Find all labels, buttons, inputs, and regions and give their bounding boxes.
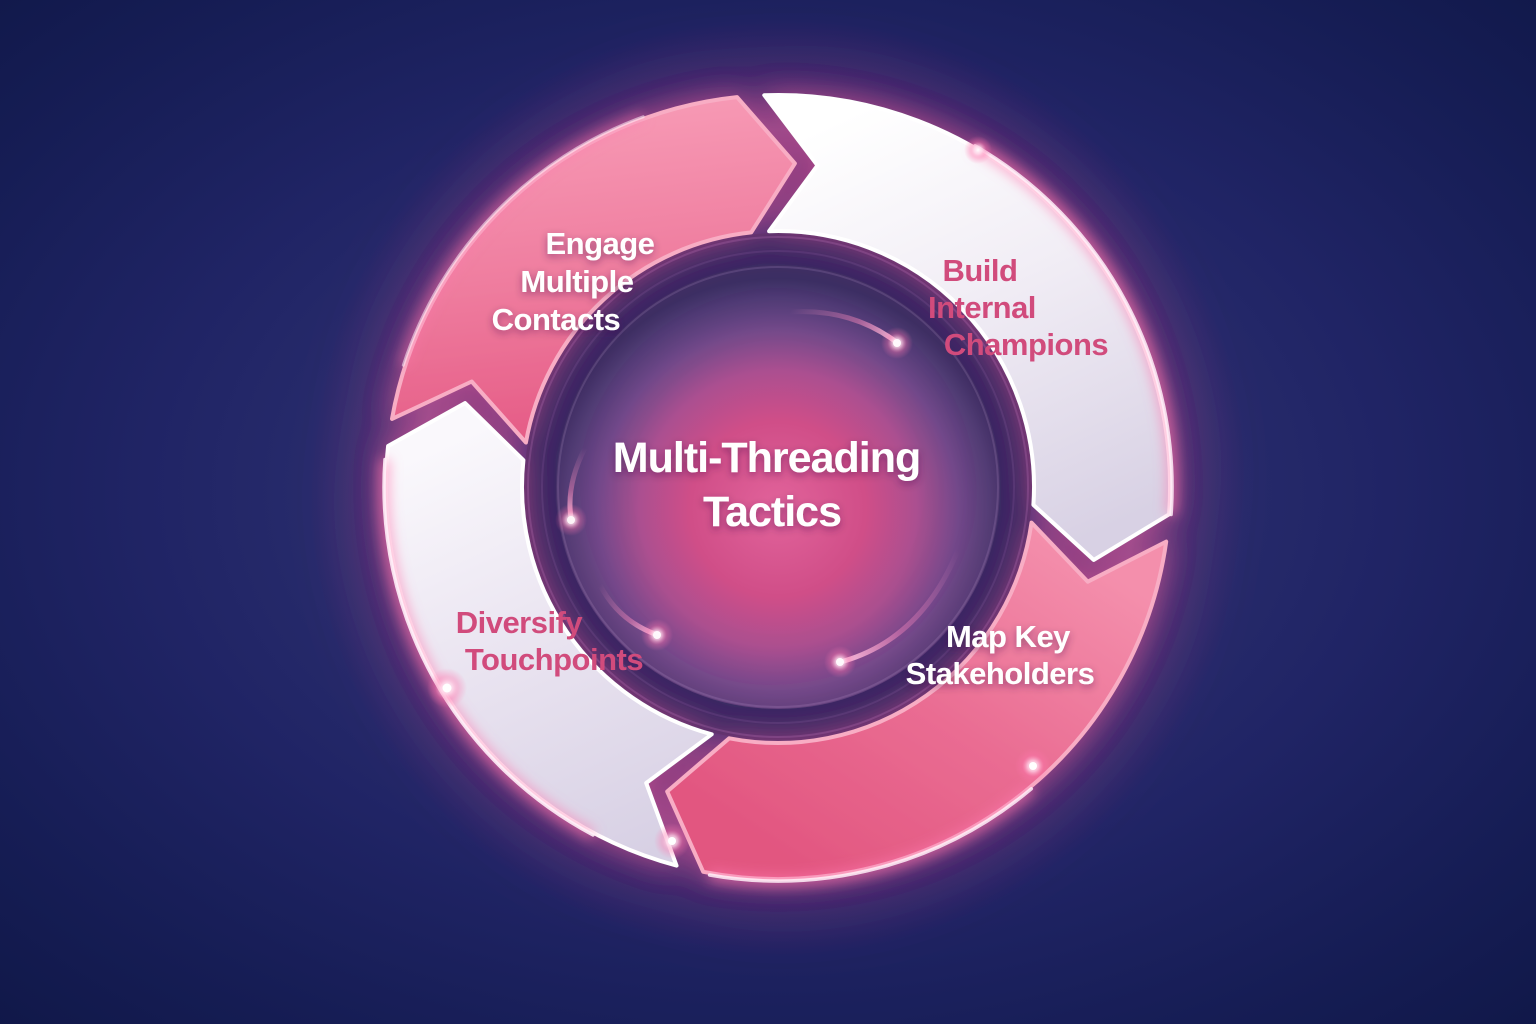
label-line: Stakeholders (906, 656, 1095, 691)
arrow-head-dot (836, 658, 844, 666)
label-line: Engage (545, 226, 654, 261)
label-line: Multiple (520, 264, 633, 299)
inner-ring-outline-2 (541, 250, 1015, 724)
title-line-1: Multi-Threading (613, 434, 920, 482)
arrow-head-dot (893, 339, 901, 347)
label-line: Internal (928, 290, 1036, 325)
label-line: Map Key (946, 619, 1071, 654)
label-build-internal-champions: Build Internal Champions (928, 253, 1108, 362)
label-diversify-touchpoints: Diversify Touchpoints (456, 605, 643, 677)
label-line: Touchpoints (465, 642, 643, 677)
title-line-2: Tactics (703, 488, 841, 536)
label-line: Build (942, 253, 1017, 288)
center-glow-circle (556, 265, 1000, 709)
label-map-key-stakeholders: Map Key Stakeholders (906, 619, 1095, 691)
rim-highlight-dots (427, 136, 1051, 859)
arrow-head-dot (653, 631, 661, 639)
label-line: Contacts (492, 302, 621, 337)
flow-arrows (555, 309, 961, 678)
diagram-title: Multi-Threading Tactics (613, 434, 931, 536)
label-engage-multiple-contacts: Engage Multiple Contacts (492, 226, 663, 337)
label-line: Champions (944, 327, 1108, 362)
inner-ring-outline (527, 236, 1029, 738)
label-line: Diversify (456, 605, 584, 640)
center-circle-rim (557, 266, 999, 708)
arrow-head-dot (567, 516, 575, 524)
clockwise-arrow-icon (841, 547, 961, 664)
